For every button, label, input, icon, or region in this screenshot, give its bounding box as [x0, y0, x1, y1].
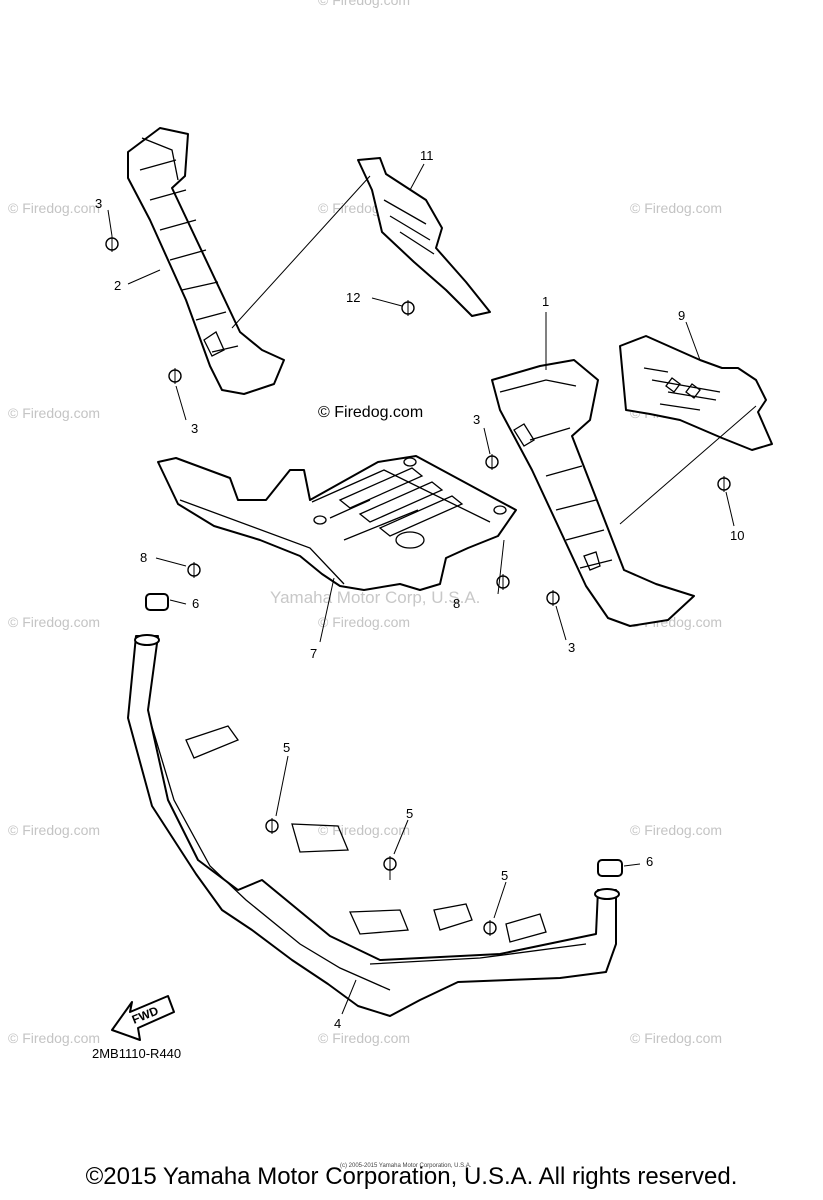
callout-11: 11: [420, 148, 434, 163]
callout-3: 3: [95, 196, 102, 211]
callout-5: 5: [283, 740, 290, 755]
callout-6: 6: [646, 854, 653, 869]
bolt-part-8: [187, 562, 201, 578]
part-11-guard-plate: [357, 157, 491, 317]
callout-8: 8: [140, 550, 147, 565]
callout-7: 7: [310, 646, 317, 661]
watermark: © Firedog.com: [8, 1030, 101, 1046]
callout-3: 3: [191, 421, 198, 436]
center-watermark: © Firedog.com: [318, 404, 424, 421]
callout-9: 9: [678, 308, 685, 323]
callout-8: 8: [453, 596, 460, 611]
watermark: © Firedog.com: [8, 200, 101, 216]
callout-5: 5: [501, 868, 508, 883]
part-6-end-cap-left: [134, 593, 169, 646]
diagram-reference: 2MB1110-R440: [92, 1046, 182, 1061]
bolt-part-12: [401, 300, 415, 316]
callout-4: 4: [334, 1016, 341, 1031]
part-9-guard-plate: [619, 335, 773, 451]
bolt-part-5: [265, 818, 279, 834]
callout-2: 2: [114, 278, 121, 293]
watermark: © Firedog.com: [630, 1030, 723, 1046]
fine-print: (c) 2005-2015 Yamaha Motor Corporation, …: [340, 1163, 472, 1169]
forward-arrow-icon: FWD: [111, 995, 175, 1041]
watermark: © Firedog.com: [318, 1030, 411, 1046]
part-1-side-guard-right: [491, 359, 695, 627]
callout-10: 10: [730, 528, 744, 543]
part-6-end-cap-right: [594, 859, 623, 900]
callout-12: 12: [346, 290, 360, 305]
bolt-part-3: [485, 454, 499, 470]
watermark: © Firedog.com: [8, 405, 101, 421]
callout-3: 3: [568, 640, 575, 655]
bolt-part-3: [546, 590, 560, 606]
callout-6: 6: [192, 596, 199, 611]
leader-lines: [107, 163, 757, 1015]
yamaha-watermark: Yamaha Motor Corp, U.S.A.: [270, 588, 481, 607]
part-4-front-guard-tube: [127, 635, 617, 1017]
bolt-part-3: [168, 368, 182, 384]
part-7-skid-plate: [157, 455, 517, 591]
watermark: © Firedog.com: [318, 614, 411, 630]
part-2-side-guard-left: [127, 127, 285, 395]
watermark: © Firedog.com: [318, 0, 411, 8]
callout-3: 3: [473, 412, 480, 427]
bolt-part-3: [105, 236, 119, 252]
copyright-notice: ©2015 Yamaha Motor Corporation, U.S.A. A…: [85, 1163, 738, 1190]
callout-1: 1: [542, 294, 549, 309]
watermark: © Firedog.com: [630, 200, 723, 216]
bolt-part-5: [483, 920, 497, 936]
watermark: © Firedog.com: [8, 822, 101, 838]
callout-5: 5: [406, 806, 413, 821]
watermark: © Firedog.com: [630, 822, 723, 838]
watermark: © Firedog.com: [8, 614, 101, 630]
bolt-part-5: [383, 856, 397, 880]
bolt-part-10: [717, 476, 731, 492]
